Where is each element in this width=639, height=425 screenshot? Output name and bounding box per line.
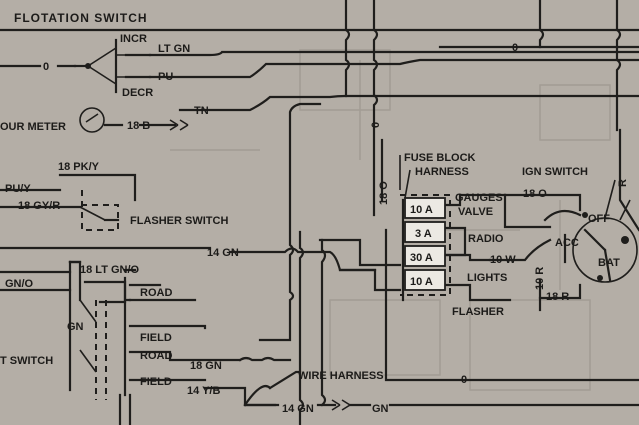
radio-label: RADIO (468, 233, 504, 245)
pu-y-label: PU/Y (5, 183, 31, 195)
right-r-label: R (617, 179, 629, 187)
y-b-14-label: 14 Y/B (187, 385, 220, 397)
diagram-labels: FLOTATION SWITCH INCR DECR LT GN PU TN 0… (0, 11, 629, 415)
incr-label: INCR (120, 33, 147, 45)
field-label-bottom: FIELD (140, 376, 172, 388)
bottom-zero-label: 0 (461, 374, 467, 386)
t-switch-label: T SWITCH (0, 355, 53, 367)
road-label-bottom: ROAD (140, 350, 172, 362)
road-label-top: ROAD (140, 287, 172, 299)
o-18-label: 18 O (523, 188, 547, 200)
decr-label: DECR (122, 87, 153, 99)
tn-label: TN (194, 105, 209, 117)
fuse-3a-label: 3 A (415, 228, 432, 240)
lt-gn-o-label: 18 LT GN/O (80, 264, 140, 276)
lt-gn-label: LT GN (158, 43, 190, 55)
mid-vertical-zero-label: 0 (370, 122, 382, 128)
fuse-10a-bottom-label: 10 A (410, 276, 433, 288)
field-label-top: FIELD (140, 332, 172, 344)
vertical-18-o-label: 18 O (378, 181, 390, 205)
gy-r-label: 18 GY/R (18, 200, 60, 212)
flasher-switch-label: FLASHER SWITCH (130, 215, 228, 227)
left-zero-label: 0 (43, 61, 49, 73)
r-18-label: 18 R (546, 291, 569, 303)
acc-label: ACC (555, 237, 579, 249)
pk-y-label: 18 PK/Y (58, 161, 100, 173)
fuse-30a-label: 30 A (410, 252, 433, 264)
gn-bottom-right-label: GN (372, 403, 389, 415)
fuse-block (400, 194, 451, 296)
gn-14-bottom-label: 14 GN (282, 403, 314, 415)
ign-switch-label: IGN SWITCH (522, 166, 588, 178)
gauges-label: GAUGES (455, 192, 503, 204)
wire-harness-label: WIRE HARNESS (298, 370, 384, 382)
gn-o-label: GN/O (5, 278, 34, 290)
off-label: OFF (588, 213, 610, 225)
gn-label: GN (67, 321, 84, 333)
pu-label: PU (158, 71, 173, 83)
w-10-label: 10 W (490, 254, 516, 266)
top-right-zero-label: 0 (512, 42, 518, 54)
fuse-10a-top-label: 10 A (410, 204, 433, 216)
lights-label: LIGHTS (467, 272, 507, 284)
hour-meter-label: OUR METER (0, 121, 66, 133)
r-10-label: 10 R (534, 267, 546, 290)
flasher-label: FLASHER (452, 306, 504, 318)
fuse-block-label-line1: FUSE BLOCK (404, 152, 476, 164)
gn-18-label: 18 GN (190, 360, 222, 372)
bat-label: BAT (598, 257, 620, 269)
flotation-switch-label: FLOTATION SWITCH (14, 11, 148, 25)
hour-meter-wire-label: 18 B (127, 120, 150, 132)
fuse-block-label-line2: HARNESS (415, 166, 469, 178)
valve-label: VALVE (458, 206, 493, 218)
gn-14-label: 14 GN (207, 247, 239, 259)
